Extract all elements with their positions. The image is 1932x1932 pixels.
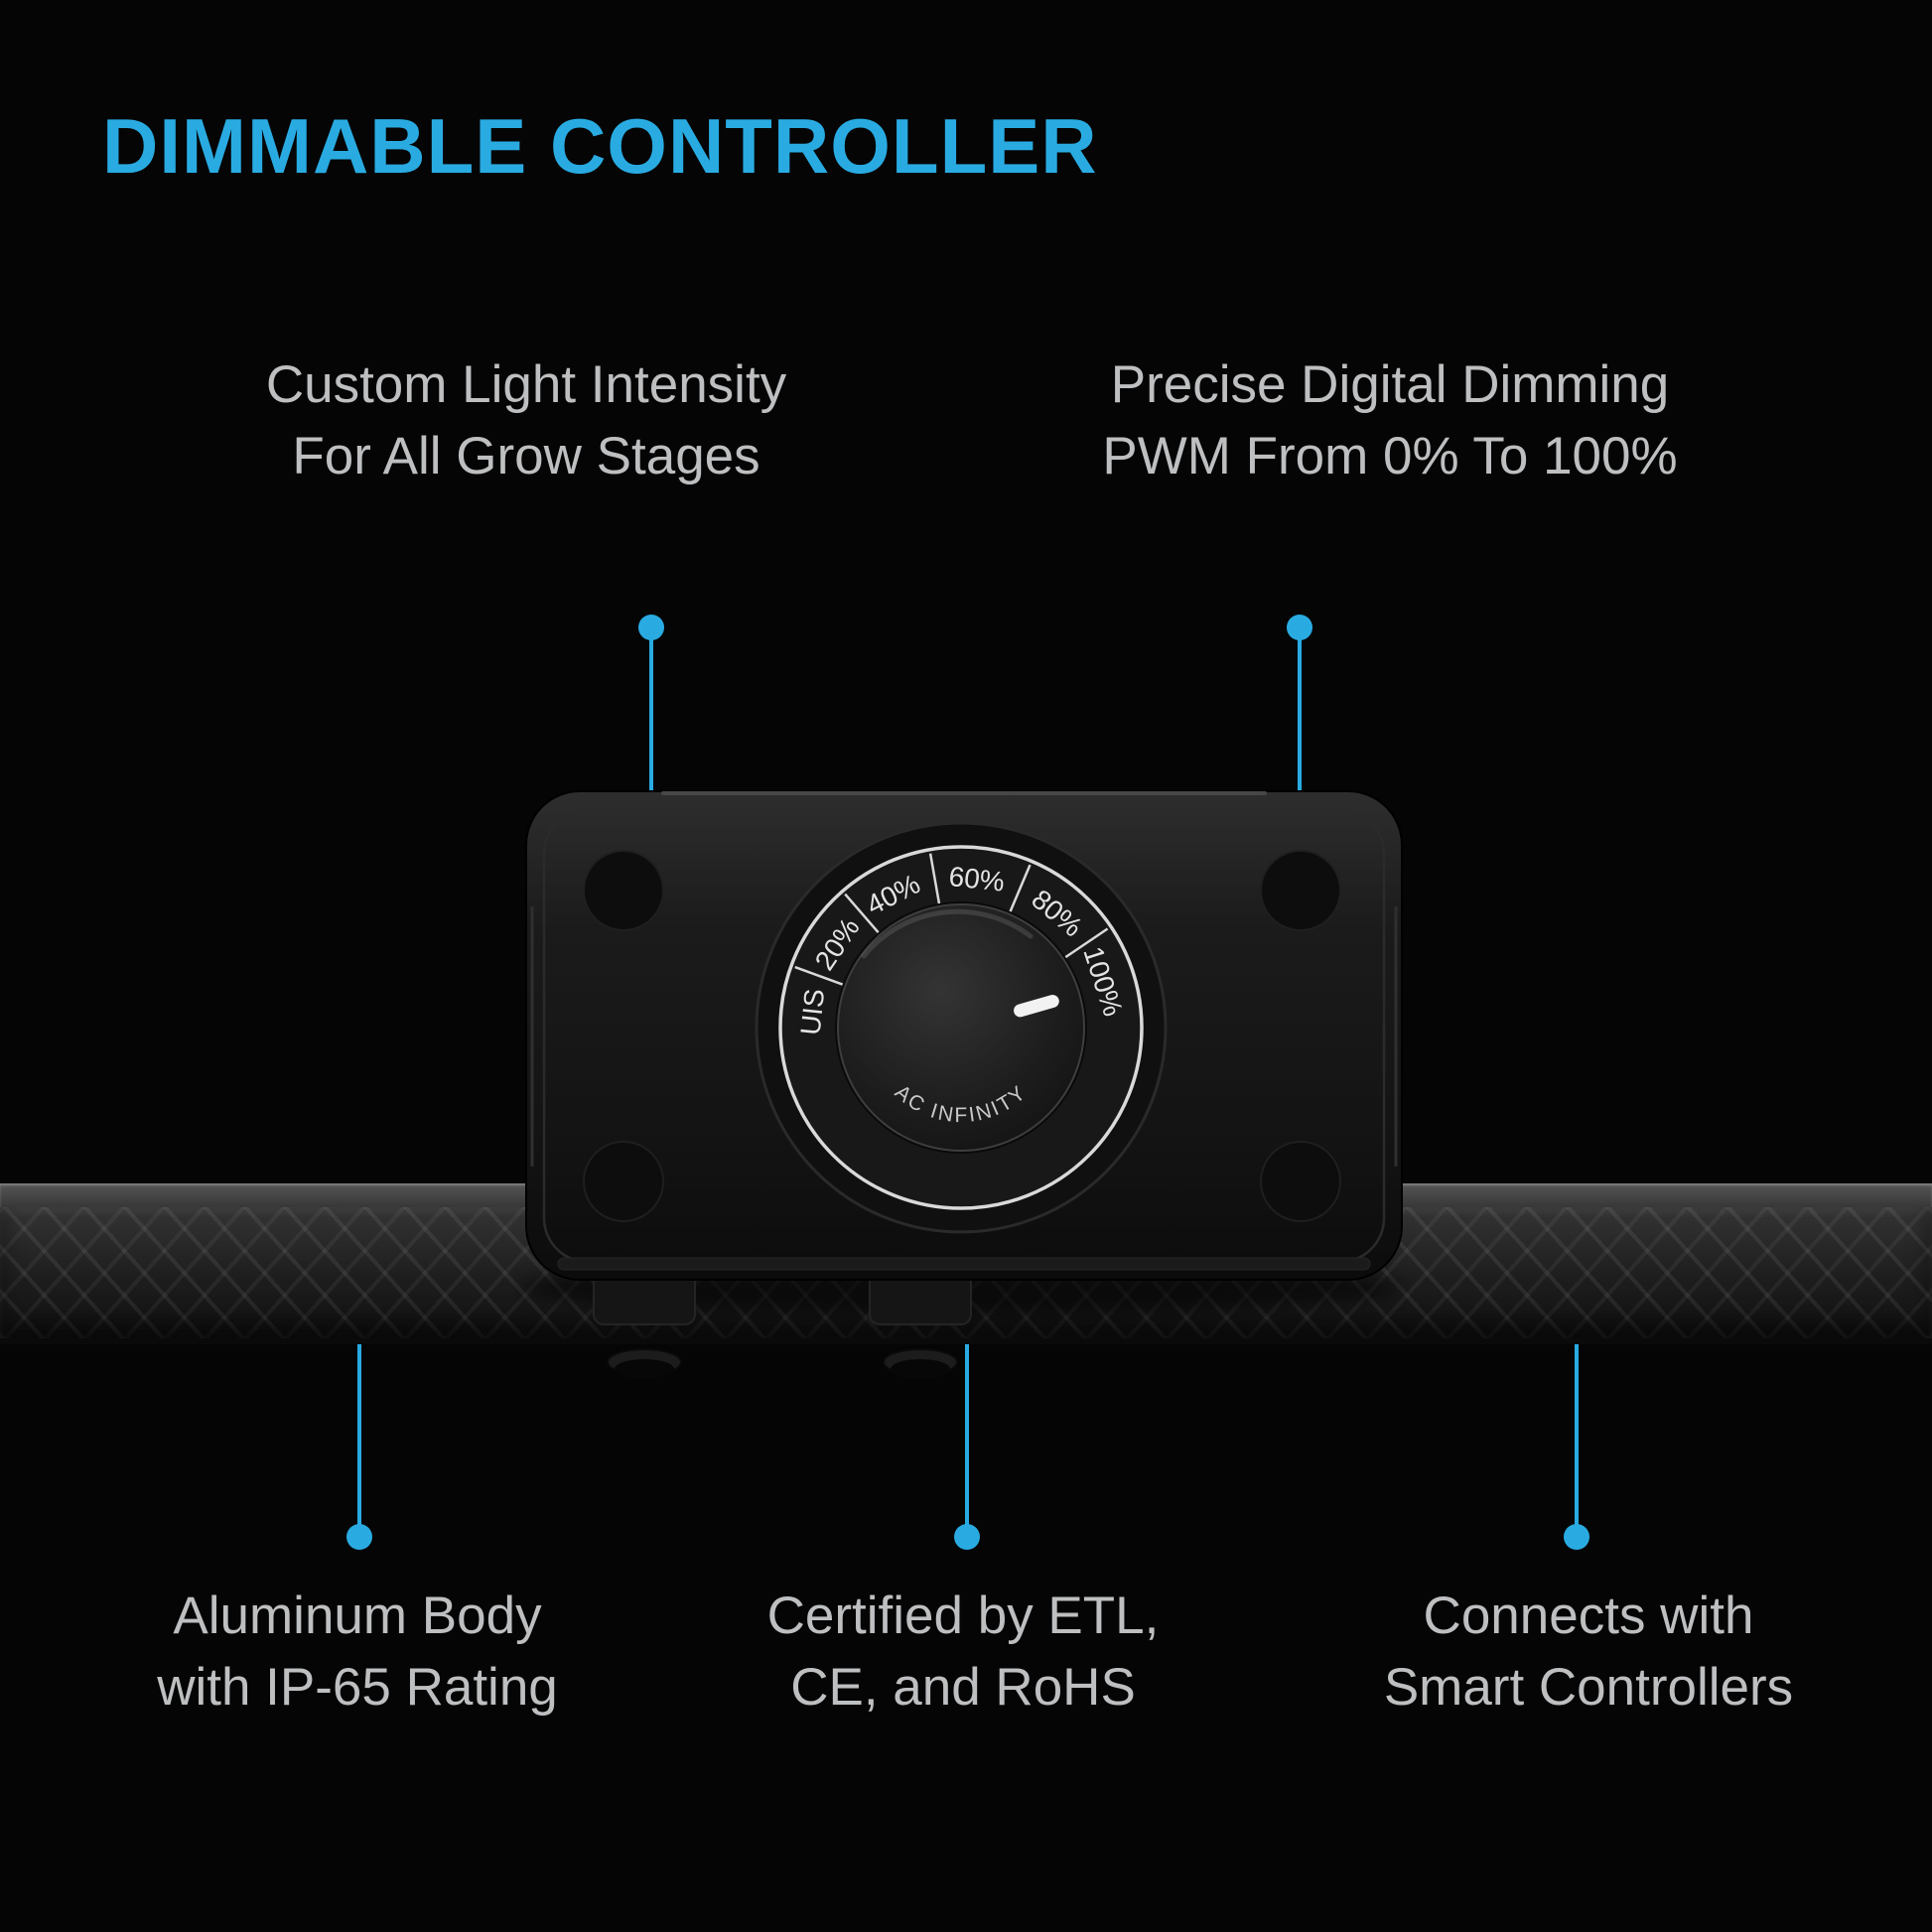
dial-scale-dividers xyxy=(794,853,1109,987)
connector-line-bottom-center xyxy=(965,1344,969,1525)
knob-indicator-mark xyxy=(1014,995,1059,1018)
corner-cap-bottom-right xyxy=(1260,1141,1341,1222)
callout-line-2: with IP-65 Rating xyxy=(157,1658,558,1718)
callout-aluminum-body: Aluminum Body with IP-65 Rating xyxy=(40,1581,675,1724)
callout-line-1: Custom Light Intensity xyxy=(265,355,787,414)
corner-cap-top-right xyxy=(1260,850,1341,931)
mounting-screw-right xyxy=(883,1348,958,1379)
connector-dot-top-right xyxy=(1287,615,1312,640)
connector-line-top-left xyxy=(649,638,653,801)
connector-line-bottom-left xyxy=(357,1344,361,1525)
callout-line-1: Aluminum Body xyxy=(173,1587,542,1645)
dial-label-60: 60% xyxy=(947,861,1006,897)
connector-dot-bottom-center xyxy=(954,1524,980,1550)
connector-dot-top-left xyxy=(638,615,664,640)
connector-dot-bottom-left xyxy=(346,1524,372,1550)
callout-line-2: PWM From 0% To 100% xyxy=(1102,427,1678,486)
dimmer-dial: UIS 20% 40% 60% 80% 100% AC INFINITY xyxy=(755,821,1168,1234)
corner-cap-top-left xyxy=(583,850,664,931)
callout-line-1: Certified by ETL, xyxy=(766,1587,1160,1645)
connector-line-bottom-right xyxy=(1575,1344,1579,1525)
dial-knob: AC INFINITY xyxy=(835,901,1087,1154)
connector-dot-bottom-right xyxy=(1564,1524,1589,1550)
page-title: DIMMABLE CONTROLLER xyxy=(102,102,1098,190)
callout-line-2: For All Grow Stages xyxy=(292,427,760,486)
callout-line-1: Precise Digital Dimming xyxy=(1110,355,1670,414)
connector-line-top-right xyxy=(1298,638,1302,801)
callout-smart-controllers: Connects with Smart Controllers xyxy=(1271,1581,1906,1724)
callout-line-1: Connects with xyxy=(1423,1587,1754,1645)
callout-certifications: Certified by ETL, CE, and RoHS xyxy=(645,1581,1281,1724)
callout-digital-dimming: Precise Digital Dimming PWM From 0% To 1… xyxy=(1042,349,1737,492)
callout-line-2: Smart Controllers xyxy=(1383,1658,1794,1718)
dimmer-controller-device: UIS 20% 40% 60% 80% 100% AC INFINITY xyxy=(519,790,1403,1379)
callout-custom-intensity: Custom Light Intensity For All Grow Stag… xyxy=(179,349,874,492)
callout-line-2: CE, and RoHS xyxy=(790,1658,1136,1718)
corner-cap-bottom-left xyxy=(583,1141,664,1222)
dial-label-uis: UIS xyxy=(794,987,830,1036)
mounting-screw-left xyxy=(607,1348,682,1379)
